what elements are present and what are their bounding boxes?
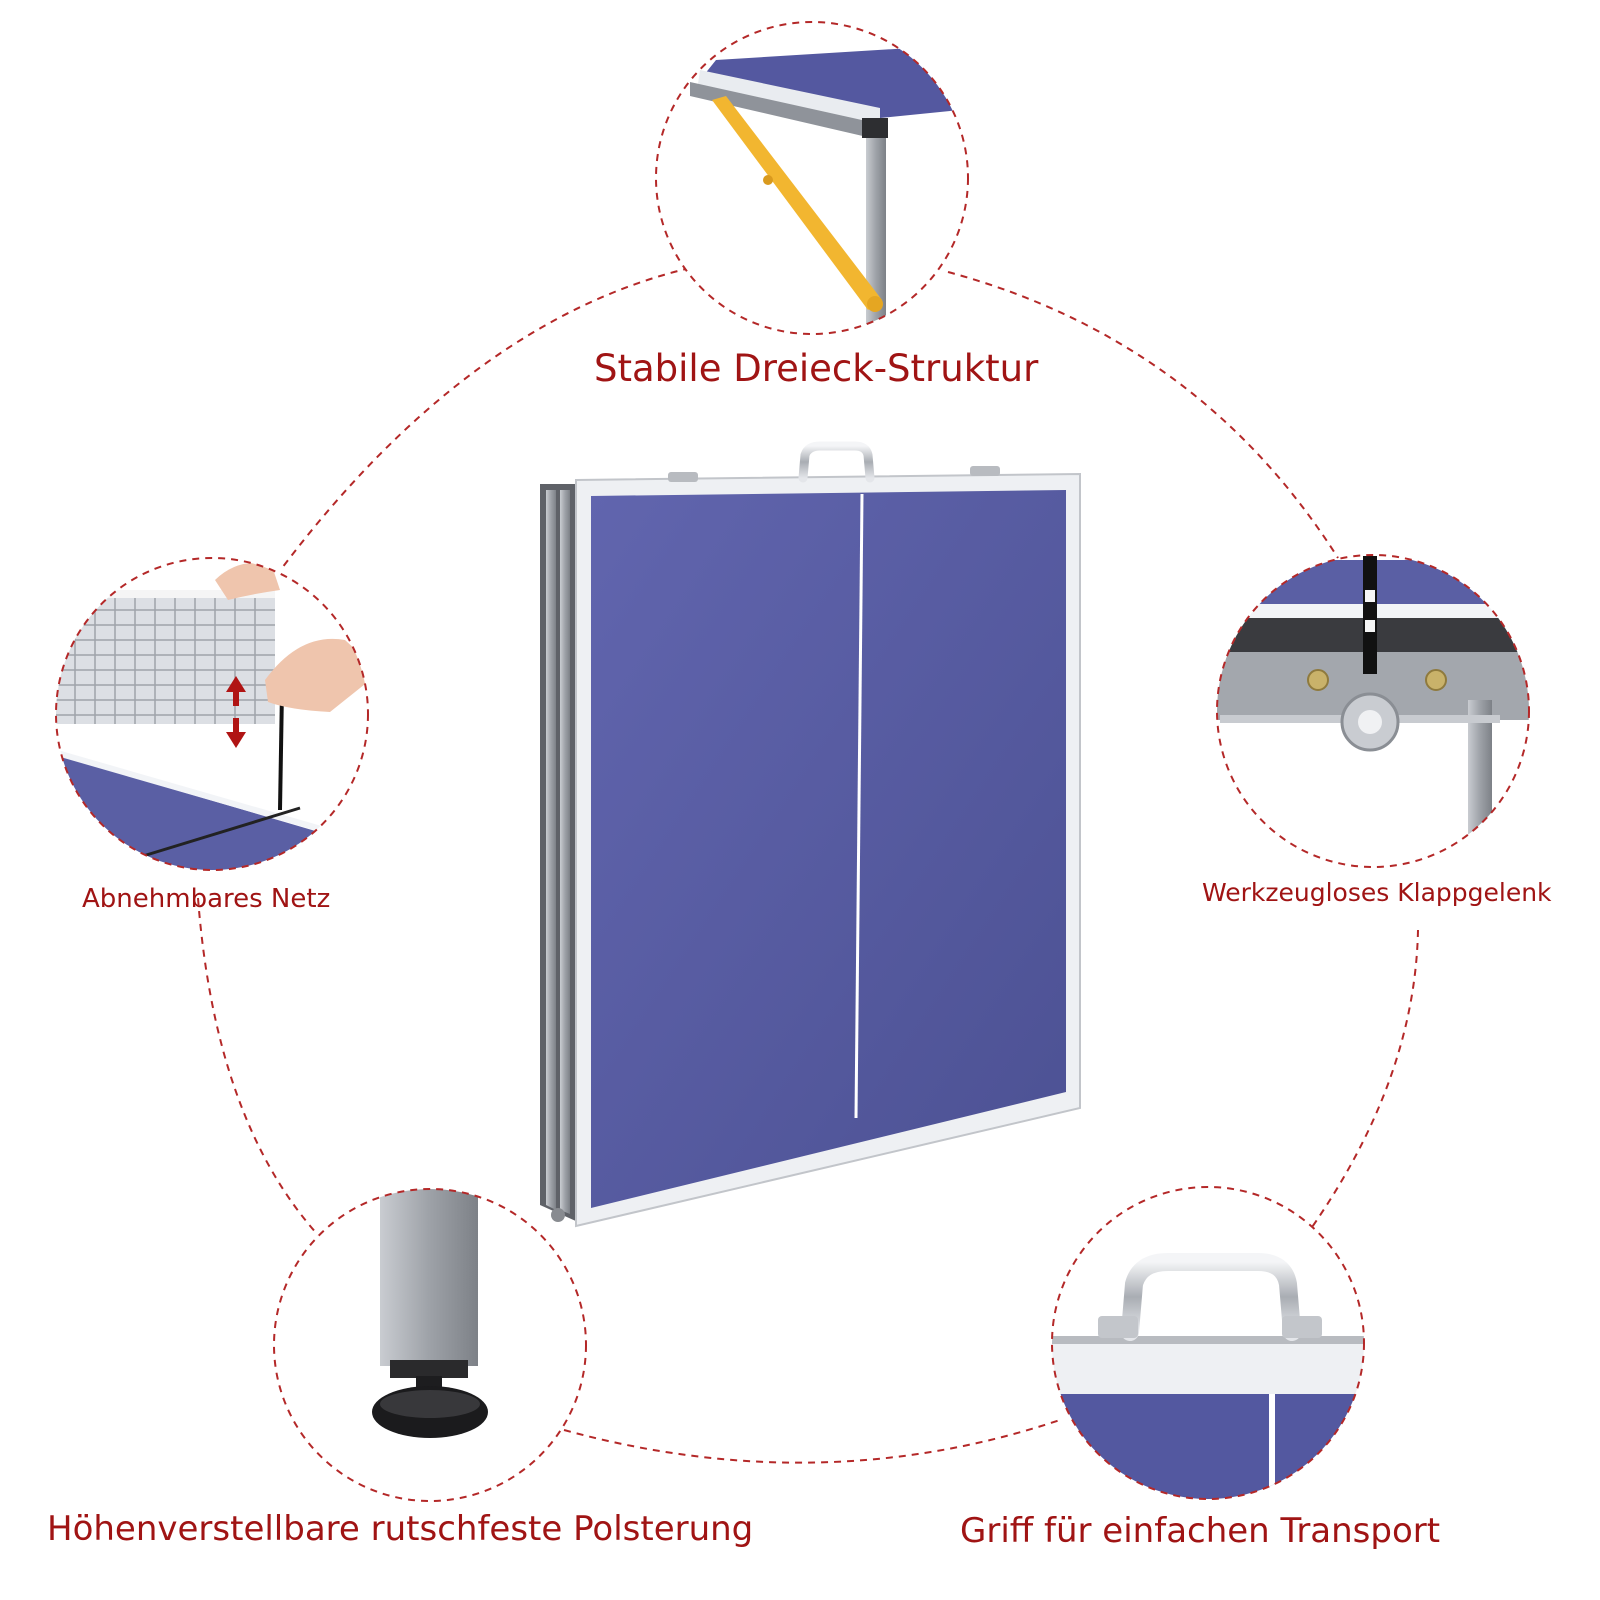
- carry-handle-detail: [1051, 1186, 1365, 1500]
- triangle-brace-detail: [655, 21, 969, 335]
- label-adjustable-foot-pad: Höhenverstellbare rutschfeste Polsterung: [47, 1509, 754, 1549]
- foot-pad-detail: [273, 1188, 587, 1502]
- net-detail: [55, 557, 369, 871]
- label-stable-triangle-structure: Stabile Dreieck-Struktur: [594, 347, 1039, 390]
- label-carry-handle: Griff für einfachen Transport: [960, 1511, 1441, 1551]
- connector-ring: [197, 267, 1419, 1464]
- hinge-detail: [1216, 554, 1530, 868]
- label-removable-net: Abnehmbares Netz: [82, 884, 331, 914]
- folded-table: [540, 441, 1081, 1228]
- label-toolless-hinge: Werkzeugloses Klappgelenk: [1202, 878, 1552, 907]
